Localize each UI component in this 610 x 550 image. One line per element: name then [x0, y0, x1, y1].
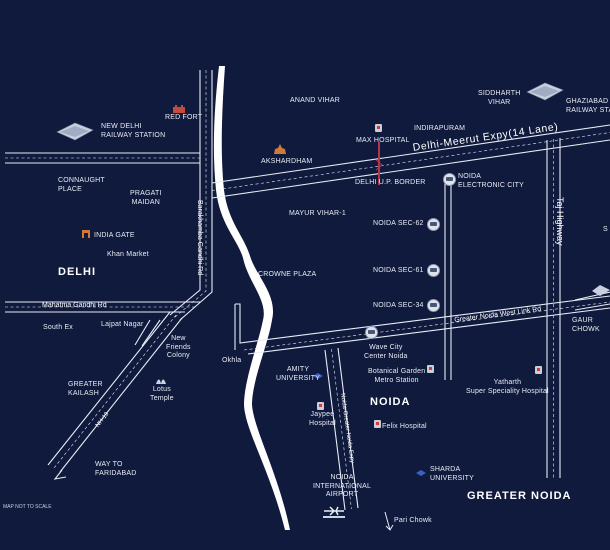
road-label-taj-highway: Taj Highway: [555, 197, 565, 246]
barakhamba-road: [169, 70, 213, 321]
label-greater-kailash: GREATER KAILASH: [68, 381, 103, 397]
metro-icon: [427, 299, 440, 312]
label-sharda-university: SHARDA UNIVERSITY: [430, 466, 475, 482]
label-jaypee-hospital: Jaypee Hospital: [309, 411, 336, 427]
lotus-temple-icon: [156, 379, 166, 384]
not-to-scale-note: MAP NOT TO SCALE: [3, 504, 52, 510]
label-noida-sec-61: NOIDA SEC-61: [373, 267, 424, 274]
label-new-friends-colony: New Friends Colony: [166, 335, 191, 359]
region-delhi: DELHI: [58, 266, 96, 278]
yatharth-hospital-icon: [534, 366, 543, 376]
road-label-mahatma-gandhi: Mahatma Gandhi Rd: [42, 302, 107, 309]
graduation-cap-icon: [313, 373, 323, 379]
label-south-ex: South Ex: [43, 324, 74, 331]
metro-icon: [365, 326, 378, 339]
label-india-gate: INDIA GATE: [94, 232, 135, 239]
delhi-meerut-expressway: [211, 124, 610, 199]
label-siddharth-vihar: SIDDHARTH VIHAR: [478, 90, 521, 106]
railway-station-icon: [56, 122, 94, 141]
label-delhi-up-border: DELHI U.P. BORDER: [355, 179, 426, 186]
label-new-delhi-station: NEW DELHI RAILWAY STATION: [101, 123, 166, 139]
label-connaught-place: CONNAUGHT PLACE: [58, 177, 105, 193]
label-amity-university: AMITY UNIVERSITY: [276, 366, 321, 382]
india-gate-icon: [82, 230, 90, 238]
airport-icon: [323, 506, 345, 518]
botanical-garden-icon: [426, 365, 435, 375]
jaypee-hospital-icon: [316, 402, 325, 412]
label-noida-airport: NOIDA INTERNATIONAL AIRPORT: [313, 474, 372, 498]
label-noida-sec-34: NOIDA SEC-34: [373, 302, 424, 309]
label-akshardham: AKSHARDHAM: [261, 158, 313, 165]
label-wave-city: Wave City Center Noida: [364, 344, 408, 360]
nh19-road: [47, 311, 183, 473]
railway-station-icon: [526, 82, 564, 101]
mahatma-gandhi-road: [5, 301, 200, 313]
label-noida-electronic-city: NOIDA ELECTRONIC CITY: [458, 173, 525, 189]
metro-line: [444, 175, 452, 380]
label-gaur-chowk: GAUR CHOWK: [572, 317, 600, 333]
label-max-hospital: MAX HOSPITAL: [356, 137, 410, 144]
noida-greater-noida-expressway: [324, 347, 359, 511]
label-pragati-maidan: PRAGATI MAIDAN: [130, 190, 162, 206]
akshardham-icon: [274, 144, 286, 154]
label-red-fort: RED FORT: [165, 114, 203, 121]
red-fort-icon: [173, 105, 185, 113]
label-noida-sec-62: NOIDA SEC-62: [373, 220, 424, 227]
graduation-cap-icon: [416, 470, 426, 476]
max-hospital-icon: [374, 124, 383, 134]
yamuna-river: [213, 66, 290, 530]
label-crowne-plaza: CROWNE PLAZA: [258, 271, 317, 278]
label-way-to-faridabad: WAY TO FARIDABAD: [95, 461, 137, 477]
label-yatharth-hospital: Yatharth Super Speciality Hospital: [466, 379, 549, 395]
label-ghaziabad-station: GHAZIABAD RAILWAY STATION: [566, 98, 610, 114]
building-icon: [592, 285, 610, 296]
metro-icon: [443, 173, 456, 186]
metro-icon: [427, 264, 440, 277]
greater-noida-west-link-road: [235, 295, 610, 355]
label-pari-chowk: Pari Chowk: [394, 517, 432, 524]
label-khan-market: Khan Market: [107, 251, 149, 258]
felix-hospital-icon: [373, 420, 382, 430]
label-lotus-temple: Lotus Temple: [150, 386, 174, 402]
label-anand-vihar: ANAND VIHAR: [290, 97, 341, 104]
label-felix-hospital: Felix Hospital: [382, 423, 427, 430]
region-greater-noida: GREATER NOIDA: [467, 490, 572, 502]
label-edge-s: S: [603, 226, 608, 233]
label-okhla: Okhla: [222, 357, 242, 364]
delhi-ring-road-top: [5, 152, 200, 164]
label-lajpat-nagar: Lajpat Nagar: [101, 321, 144, 328]
metro-icon: [427, 218, 440, 231]
label-indirapuram: INDIRAPURAM: [414, 125, 466, 132]
road-label-barakhamba: Barakhamba Gandhi Rd: [196, 200, 203, 276]
region-noida: NOIDA: [370, 396, 411, 408]
label-mayur-vihar: MAYUR VIHAR-1: [289, 210, 346, 217]
taj-highway: [546, 138, 561, 478]
label-botanical-garden: Botanical Garden Metro Station: [368, 368, 426, 384]
